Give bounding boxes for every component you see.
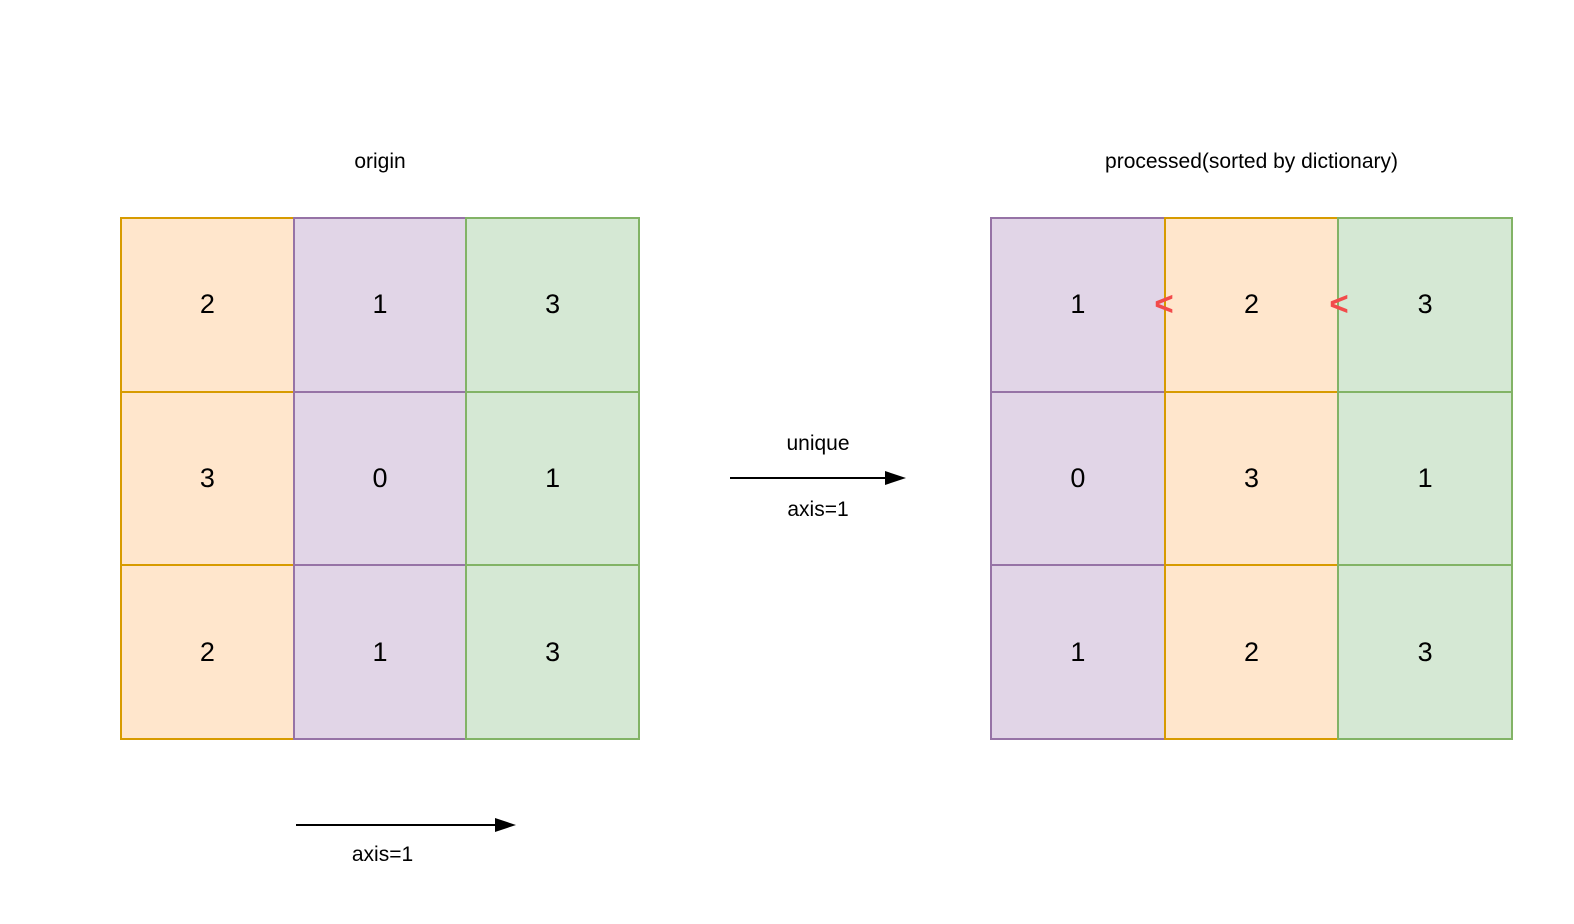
transform-arrow-right-icon — [730, 471, 906, 485]
origin-column-0: 2 3 2 — [120, 217, 295, 740]
matrix-cell: 1 — [467, 393, 639, 567]
less-than-mark: < — [1154, 284, 1174, 322]
matrix-cell: 0 — [294, 393, 466, 567]
axis-arrow-right-icon — [296, 818, 516, 832]
processed-column-0: 1 0 1 — [990, 217, 1166, 740]
matrix-cell: 2 — [199, 636, 215, 667]
matrix-cell: 2 — [122, 219, 293, 393]
matrix-cell: 3 — [1339, 219, 1512, 393]
matrix-cell: 1 — [1070, 636, 1086, 667]
origin-matrix: 2 3 2 1 0 1 3 1 3 — [120, 217, 641, 740]
origin-column-2: 3 1 3 — [465, 217, 641, 740]
processed-column-1: 2 3 2 — [1163, 217, 1340, 740]
matrix-cell: 3 — [467, 219, 639, 393]
matrix-cell: 1 — [992, 219, 1164, 393]
matrix-cell: 3 — [545, 636, 561, 667]
origin-column-1: 1 0 1 — [292, 217, 468, 740]
less-than-mark: < — [1329, 284, 1349, 322]
matrix-cell: 1 — [294, 219, 466, 393]
transform-label-unique: unique — [786, 432, 850, 455]
matrix-cell: 3 — [1417, 636, 1433, 667]
matrix-cell: 0 — [992, 393, 1164, 567]
transform-label-axis: axis=1 — [787, 498, 849, 521]
matrix-cell: 1 — [372, 636, 388, 667]
matrix-cell: 3 — [122, 393, 293, 567]
matrix-cell: 2 — [1243, 636, 1260, 667]
matrix-cell: 2 — [1165, 219, 1338, 393]
processed-matrix-title: processed(sorted by dictionary) — [1105, 150, 1398, 173]
processed-column-2: 3 1 3 — [1337, 217, 1514, 740]
matrix-cell: 1 — [1339, 393, 1512, 567]
origin-matrix-title: origin — [354, 150, 406, 173]
matrix-cell: 3 — [1165, 393, 1338, 567]
processed-matrix: 1 0 1 2 3 2 3 1 3 — [990, 217, 1514, 740]
axis-arrow-label: axis=1 — [351, 843, 414, 866]
